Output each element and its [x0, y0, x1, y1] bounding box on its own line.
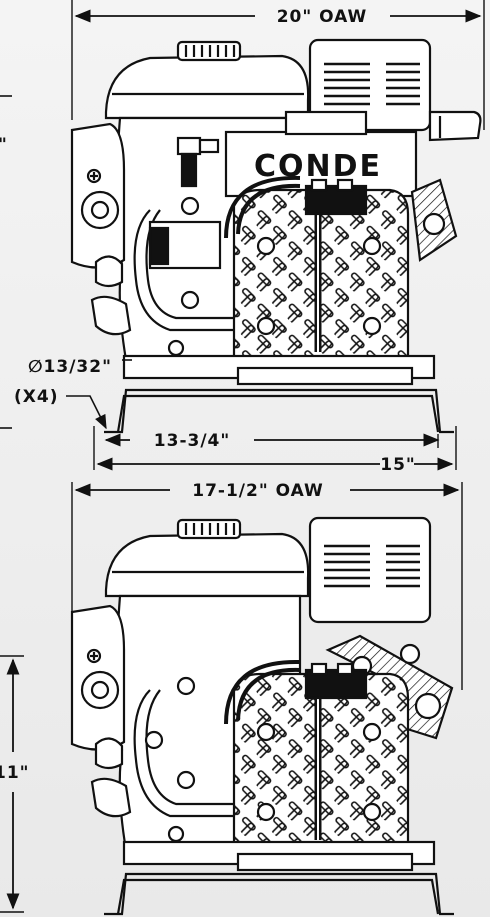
mount-width-label: 13-3/4" [154, 431, 230, 451]
pump-head [232, 672, 410, 852]
muffler-housing [308, 516, 432, 624]
base-width-dimension: 15" [93, 426, 457, 475]
muffler-housing [308, 38, 432, 132]
fuel-line [133, 676, 236, 843]
bottom-width-label: 17-1/2" OAW [192, 481, 324, 501]
fuel-line [133, 196, 236, 357]
base-frame [104, 354, 454, 434]
hole-count-label: (X4) [14, 387, 58, 407]
fuel-valve [176, 136, 220, 188]
top-width-dimension: 20" OAW [71, 0, 485, 130]
height-label: 11" [0, 763, 30, 783]
bottom-width-dimension: 17-1/2" OAW [71, 481, 463, 690]
base-frame [104, 840, 454, 916]
base-width-label: 15" [380, 455, 416, 475]
top-width-label: 20" OAW [277, 7, 368, 27]
pulley-guard [410, 178, 458, 262]
air-cleaner [90, 255, 132, 336]
hole-callout: ∅13/32" (X4) [14, 357, 132, 430]
pump-fittings [304, 178, 368, 216]
pump-fittings [304, 662, 368, 700]
fuel-cap [176, 518, 242, 540]
air-cleaner [90, 737, 132, 818]
pulley-guard [325, 634, 454, 740]
ignition-coil [148, 220, 222, 270]
fuel-tank [104, 532, 310, 598]
recoil-starter [70, 604, 126, 751]
left-edge-ticks [0, 95, 12, 429]
pump-hose [224, 659, 301, 725]
height-dimension: 11" [0, 655, 30, 913]
top-height-cropped-label: " [0, 135, 8, 155]
hole-size-label: ∅13/32" [28, 357, 112, 377]
bottom-view [70, 516, 454, 916]
fuel-tank [104, 54, 310, 120]
exhaust-outlet [428, 110, 482, 142]
top-view: CONDE [70, 38, 482, 434]
pump-head [232, 188, 410, 364]
mount-width-dimension: 13-3/4" [104, 431, 440, 451]
pump-hose [224, 175, 301, 239]
fuel-cap [176, 40, 242, 62]
recoil-starter [70, 122, 126, 269]
